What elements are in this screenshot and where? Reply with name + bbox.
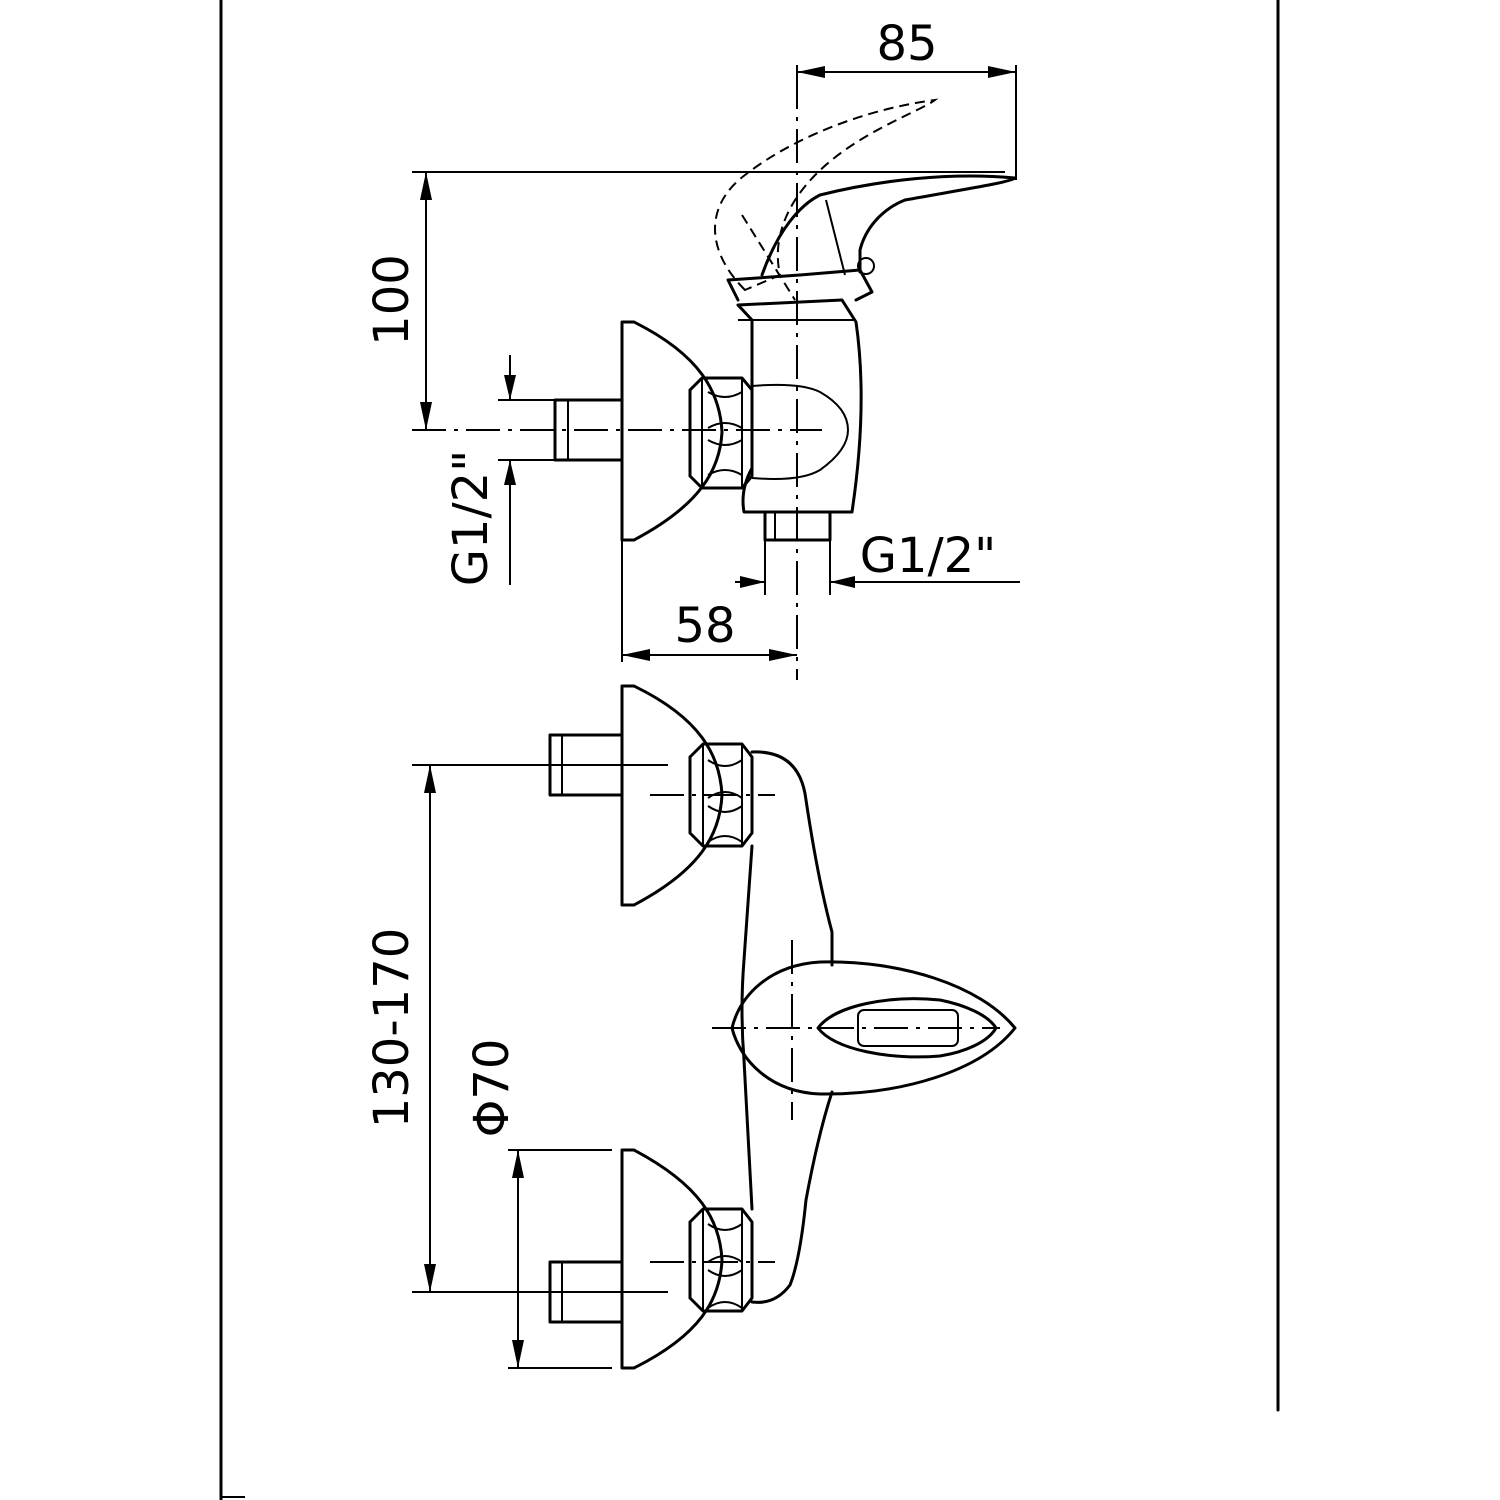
- side-view: [412, 75, 1017, 680]
- side-lever-raised-outline: [714, 98, 939, 292]
- dim-escutcheon-diameter-label: Φ70: [464, 1039, 520, 1138]
- side-escutcheon: [620, 320, 724, 542]
- front-hex-nut-upper: [688, 742, 754, 848]
- drawing-frame: [219, 0, 1280, 1500]
- dim-height-to-lever: 100: [364, 171, 1005, 430]
- dim-escutcheon-diameter: Φ70: [464, 1039, 612, 1369]
- front-valve-body: [750, 750, 834, 1304]
- dim-height-to-lever-label: 100: [364, 254, 420, 346]
- side-valve-body: [736, 298, 863, 514]
- dim-inlet-thread-label: G1/2": [443, 450, 499, 587]
- dim-inlet-thread: G1/2": [443, 355, 555, 586]
- front-escutcheon-lower: [620, 1148, 724, 1370]
- side-inlet-nipple: [553, 398, 624, 462]
- dim-spout-reach: 85: [796, 16, 1017, 180]
- dim-wall-to-axis-label: 58: [674, 598, 735, 654]
- dim-inlet-spacing: 130-170: [364, 764, 668, 1293]
- front-lever-handle: [730, 960, 1017, 1096]
- dim-outlet-thread-label: G1/2": [860, 528, 997, 584]
- side-lever-handle: [760, 174, 1017, 277]
- side-hex-nut: [688, 376, 754, 490]
- front-view: [548, 684, 1017, 1370]
- dim-outlet-thread: G1/2": [735, 528, 1020, 595]
- side-cartridge: [726, 268, 874, 302]
- dim-spout-reach-label: 85: [876, 16, 937, 72]
- dim-wall-to-axis: 58: [621, 540, 797, 662]
- front-hex-nut-lower: [688, 1207, 754, 1313]
- dim-inlet-spacing-label: 130-170: [364, 928, 420, 1129]
